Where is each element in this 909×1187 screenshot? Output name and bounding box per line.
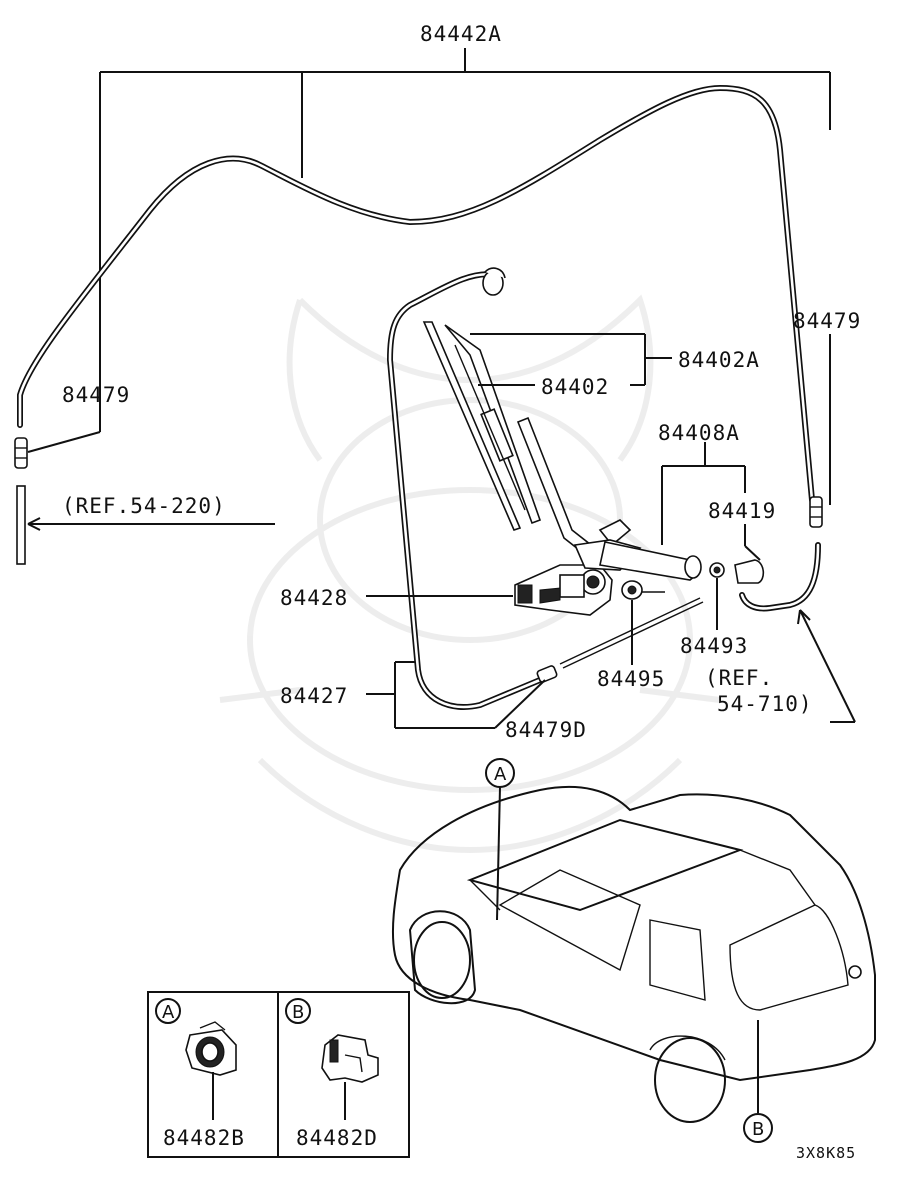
detail-b-marker: B (292, 1002, 304, 1023)
label-84442a: 84442A (420, 22, 502, 46)
marker-b-circle (743, 1113, 773, 1143)
label-84427: 84427 (280, 684, 348, 708)
label-84402: 84402 (541, 375, 609, 399)
hose-assembly-bracket (99, 48, 831, 432)
clip-84482b (185, 1021, 237, 1076)
label-84402a: 84402A (678, 348, 760, 372)
label-84479-left: 84479 (62, 383, 130, 407)
detail-box (147, 991, 410, 1158)
ref-right-arrowhead (797, 609, 811, 625)
label-84493: 84493 (680, 634, 748, 658)
lower-right-hose (739, 542, 821, 612)
label-84408a: 84408A (658, 421, 740, 445)
leader-84479-left (27, 431, 101, 453)
marker-b: B (752, 1119, 764, 1140)
leader-marker-a (496, 786, 501, 921)
label-84479-right: 84479 (793, 309, 861, 333)
ref-left-arrowhead (27, 517, 41, 531)
lower-hose (387, 267, 543, 710)
clip-84482d (321, 1034, 379, 1083)
left-hose-connector (14, 437, 28, 565)
label-84482b: 84482B (163, 1126, 245, 1150)
connector-84479d (536, 597, 704, 683)
marker-a-circle (485, 758, 515, 788)
label-84419: 84419 (708, 499, 776, 523)
roof-hose (17, 85, 815, 503)
wiper-arm (516, 416, 602, 562)
detail-a-circle (155, 998, 181, 1024)
wiper-blade (422, 321, 542, 531)
ref-right-line2: 54-710) (717, 692, 813, 716)
label-84479d: 84479D (505, 718, 587, 742)
leader-84479d (494, 679, 546, 729)
cap-84419 (734, 559, 765, 584)
nut-84493 (709, 562, 725, 578)
vehicle-illustration (391, 785, 876, 1123)
ref-left: (REF.54-220) (62, 494, 226, 518)
ref-right-arrow (799, 609, 856, 723)
ref-right-line1: (REF. (705, 666, 773, 690)
motor-shaft-housing (599, 541, 702, 581)
detail-a-marker: A (162, 1002, 175, 1023)
bushing-84495 (621, 580, 643, 600)
label-84495: 84495 (597, 667, 665, 691)
leader-84419-b (744, 545, 761, 561)
marker-a: A (494, 764, 507, 785)
detail-b-circle (285, 998, 311, 1024)
label-84482d: 84482D (296, 1126, 378, 1150)
diagram-code: 3X8K85 (796, 1144, 856, 1162)
label-84428: 84428 (280, 586, 348, 610)
right-hose-connector (809, 496, 823, 528)
